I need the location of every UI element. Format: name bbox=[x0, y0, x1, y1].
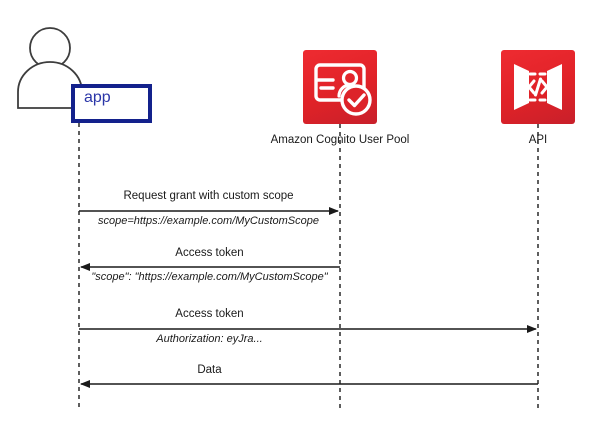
message-label-access-token-from-cognito: Access token bbox=[175, 247, 244, 259]
app-participant-box[interactable] bbox=[71, 84, 152, 123]
lifeline-label-api: API bbox=[528, 134, 548, 146]
message-detail-request-grant: scope=https://example.com/MyCustomScope bbox=[97, 215, 319, 227]
amazon-cognito-user-pool-glyph-top bbox=[314, 63, 372, 116]
user-actor-icon bbox=[17, 27, 83, 109]
message-detail-access-token-to-api: Authorization: eyJra... bbox=[156, 333, 263, 345]
app-participant-label: app bbox=[84, 89, 111, 106]
message-label-access-token-to-api: Access token bbox=[175, 308, 244, 320]
message-label-data-response: Data bbox=[197, 364, 222, 376]
message-arrows bbox=[79, 207, 538, 388]
message-label-request-grant: Request grant with custom scope bbox=[123, 190, 294, 202]
message-detail-access-token-from-cognito: "scope": "https://example.com/MyCustomSc… bbox=[91, 271, 328, 283]
api-gateway-glyph-top bbox=[514, 64, 562, 110]
lifeline-label-cognito: Amazon Cognito User Pool bbox=[270, 134, 410, 146]
